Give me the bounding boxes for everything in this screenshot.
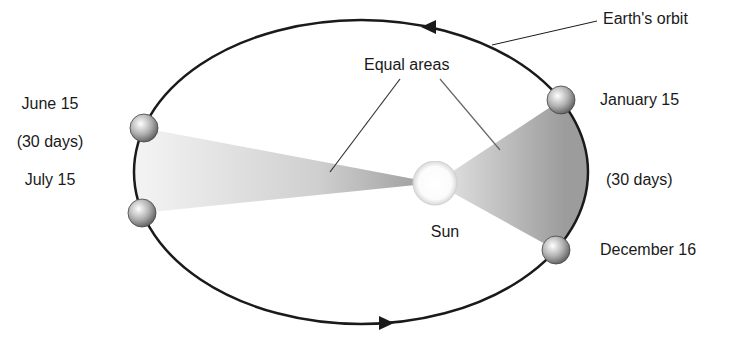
sun-disc [413,161,457,205]
date-label: January 15 [600,91,679,109]
area-wedge [134,128,435,213]
leader-line [492,21,597,45]
leader-line [330,79,400,172]
date-label: June 15 [0,95,100,113]
sun-symbol [405,161,485,211]
duration-label: (30 days) [0,133,100,151]
leader-line [440,79,500,150]
earth-symbol [130,114,158,142]
earth-symbol [128,199,156,227]
callout-label: Equal areas [364,56,449,74]
sun-node: Sun [405,161,485,251]
orbit-arrow [379,316,394,330]
date-label: July 15 [0,171,100,189]
orbit-arrow [421,20,436,34]
date-label: December 16 [600,241,696,259]
orbit-label: Earth's orbit [603,10,688,28]
earth-symbol [542,236,570,264]
earth-symbol [547,86,575,114]
duration-label: (30 days) [606,171,673,189]
sun-label: Sun [405,223,485,241]
orbit-path [134,20,588,324]
